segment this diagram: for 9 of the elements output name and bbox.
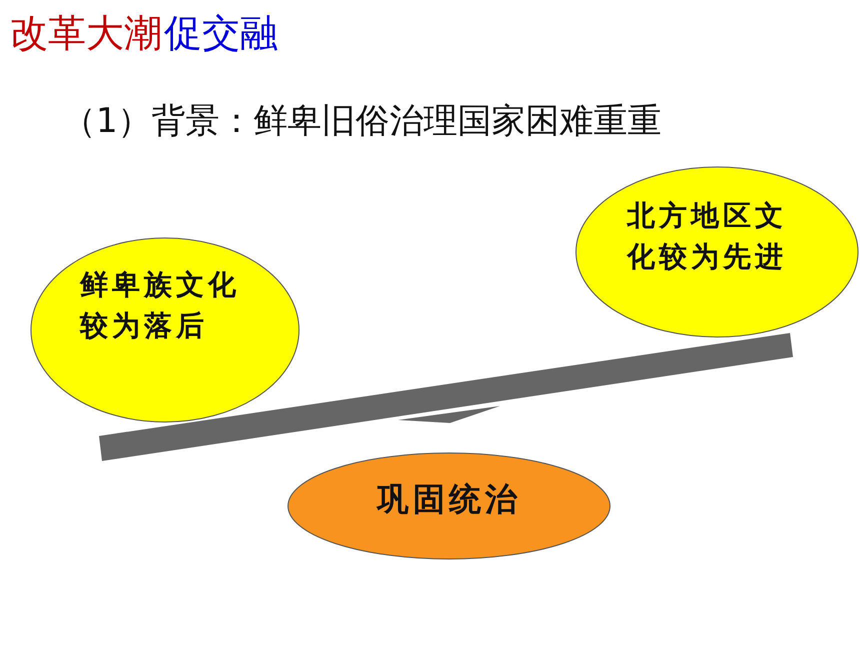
bubble-text: 鲜卑族文化较为落后 bbox=[80, 267, 241, 344]
heading: （1）背景：鲜卑旧俗治理国家困难重重 bbox=[62, 100, 662, 143]
title: 改革大潮 bbox=[10, 10, 162, 57]
subtitle: 促交融 bbox=[164, 10, 278, 57]
bubble-text: 巩固统治 bbox=[375, 479, 522, 520]
ellipse-bubble bbox=[287, 452, 611, 560]
ellipse-bubble bbox=[575, 166, 859, 338]
bubble-text: 北方地区文化较为先进 bbox=[627, 198, 788, 275]
ellipse-bubble bbox=[30, 237, 300, 423]
